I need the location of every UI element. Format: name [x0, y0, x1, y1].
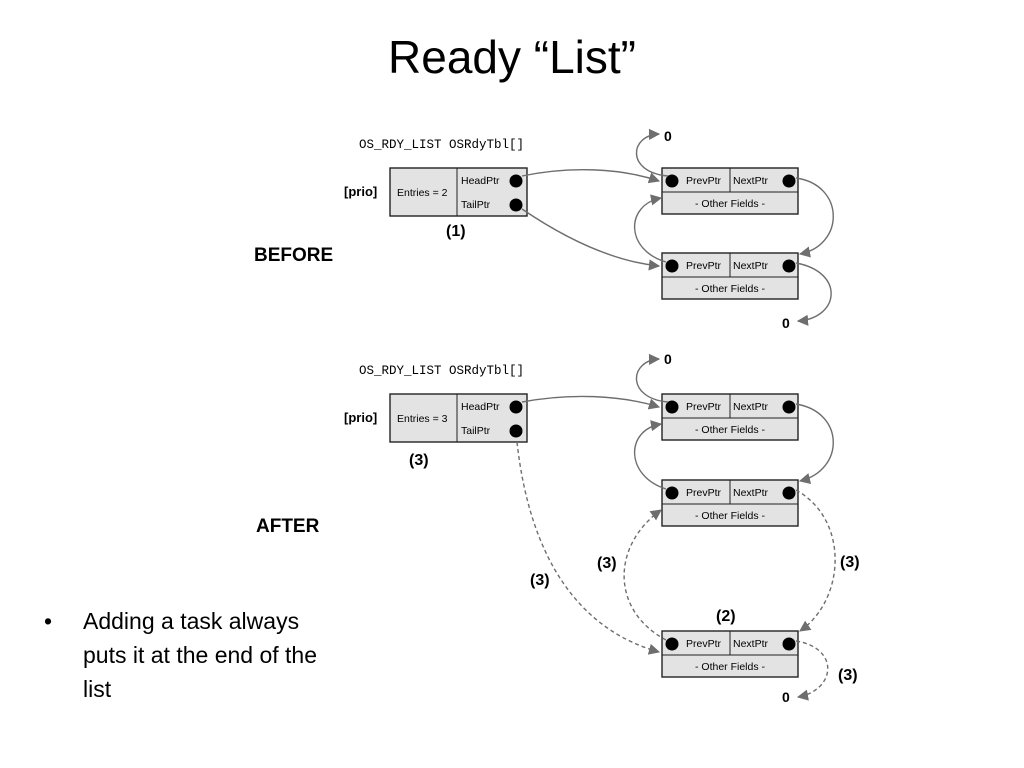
before-tail-arrow — [521, 208, 661, 271]
after-table-label: OS_RDY_LIST OSRdyTbl[] — [359, 364, 524, 378]
after-solid-arrows — [521, 353, 834, 490]
after-tail-arrow — [516, 441, 661, 655]
before-next-arrow — [795, 177, 834, 258]
before-label: BEFORE — [254, 245, 333, 266]
after-prio-label: [prio] — [344, 410, 377, 425]
after-headptr-label: HeadPtr — [461, 401, 500, 413]
after-next-arrow-2 — [795, 489, 836, 632]
before-table-entry: Entries = 2 HeadPtr TailPtr — [389, 167, 528, 217]
before-headptr-label: HeadPtr — [461, 175, 500, 187]
after-headptr-dot — [509, 400, 523, 414]
before-node-2-next: NextPtr — [733, 260, 769, 272]
before-node-1-fields: - Other Fields - — [695, 198, 766, 210]
after-step-label-prev-arrow: (3) — [597, 555, 617, 572]
before-tailptr-dot — [509, 198, 523, 212]
after-node-1: PrevPtr NextPtr - Other Fields - — [661, 393, 799, 441]
after-step-label-tail-arrow: (3) — [530, 572, 550, 589]
before-node-2-fields: - Other Fields - — [695, 283, 766, 295]
before-prev-null-arrow — [635, 128, 669, 177]
after-step-label-new-node: (2) — [716, 608, 736, 625]
bullet-icon: • — [44, 608, 53, 634]
after-step-label-next-arrow: (3) — [840, 554, 860, 571]
slide-title: Ready “List” — [388, 31, 636, 83]
before-arrows — [521, 128, 834, 326]
after-label: AFTER — [256, 516, 320, 537]
after-node-3-fields: - Other Fields - — [695, 661, 766, 673]
before-table-label: OS_RDY_LIST OSRdyTbl[] — [359, 138, 524, 152]
after-null-top: 0 — [664, 351, 672, 367]
before-next-null-arrow — [795, 262, 832, 326]
bullet-text: Adding a task always puts it at the end … — [83, 608, 317, 702]
before-null-top: 0 — [664, 128, 672, 144]
after-node-3-prev: PrevPtr — [686, 638, 722, 650]
before-node-1: PrevPtr NextPtr - Other Fields - — [661, 167, 799, 215]
before-null-bottom: 0 — [782, 315, 790, 331]
after-step-label-table: (3) — [409, 452, 429, 469]
before-node-2: PrevPtr NextPtr - Other Fields - — [661, 252, 799, 300]
after-entries-count: Entries = 3 — [397, 413, 448, 425]
before-headptr-dot — [509, 174, 523, 188]
after-node-1-prev: PrevPtr — [686, 401, 722, 413]
after-prev-null-arrow — [635, 353, 669, 403]
after-section: AFTER OS_RDY_LIST OSRdyTbl[] [prio] Entr… — [256, 351, 860, 705]
after-node-2-next: NextPtr — [733, 487, 769, 499]
after-dashed-arrows — [516, 441, 836, 701]
after-step-label-null-arrow: (3) — [838, 667, 858, 684]
after-node-3: PrevPtr NextPtr - Other Fields - — [661, 630, 799, 678]
before-entries-count: Entries = 2 — [397, 187, 448, 199]
after-node-1-next: NextPtr — [733, 401, 769, 413]
before-section: BEFORE OS_RDY_LIST OSRdyTbl[] [prio] Ent… — [254, 128, 834, 331]
before-prev-arrow — [633, 194, 667, 263]
after-node-2-prev: PrevPtr — [686, 487, 722, 499]
before-node-1-prev: PrevPtr — [686, 175, 722, 187]
before-step-label: (1) — [446, 223, 466, 240]
after-node-1-fields: - Other Fields - — [695, 424, 766, 436]
after-node-2: PrevPtr NextPtr - Other Fields - — [661, 479, 799, 527]
after-next-arrow-1 — [795, 403, 834, 485]
after-table-entry: Entries = 3 HeadPtr TailPtr — [389, 393, 528, 443]
before-prio-label: [prio] — [344, 184, 377, 199]
after-next-null-arrow — [795, 640, 829, 701]
after-tailptr-dot — [509, 424, 523, 438]
after-prev-arrow-2 — [633, 420, 667, 490]
after-null-bottom: 0 — [782, 689, 790, 705]
after-tailptr-label: TailPtr — [461, 425, 491, 437]
before-node-2-prev: PrevPtr — [686, 260, 722, 272]
after-node-3-next: NextPtr — [733, 638, 769, 650]
after-prev-arrow-3 — [623, 509, 667, 641]
before-node-1-next: NextPtr — [733, 175, 769, 187]
after-node-2-fields: - Other Fields - — [695, 510, 766, 522]
after-head-arrow — [521, 395, 661, 410]
before-tailptr-label: TailPtr — [461, 199, 491, 211]
before-head-arrow — [521, 168, 661, 184]
